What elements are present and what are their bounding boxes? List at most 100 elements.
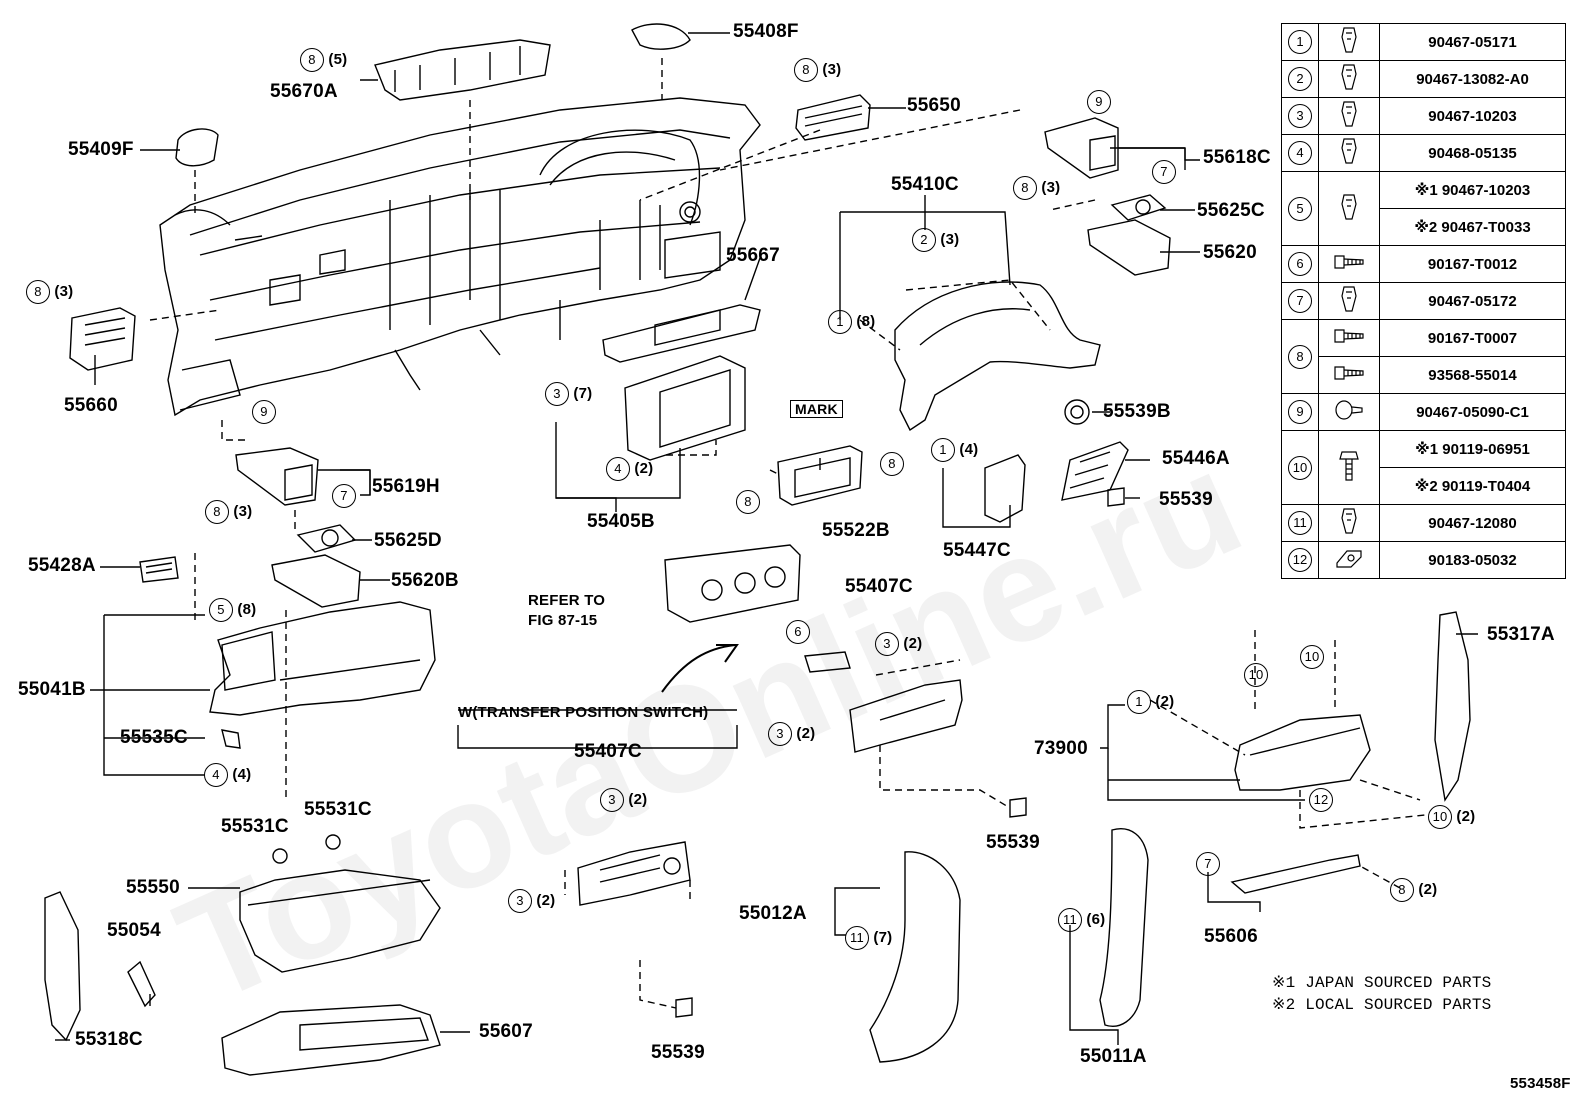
label-55619H[interactable]: 55619H bbox=[372, 476, 440, 497]
label-73900[interactable]: 73900 bbox=[1034, 738, 1088, 759]
parts-table-row[interactable]: 10※1 90119-06951 bbox=[1281, 430, 1566, 505]
part-55650-shape bbox=[795, 94, 871, 141]
pin-icon bbox=[1318, 393, 1380, 431]
label-55539-bottom[interactable]: 55539 bbox=[651, 1042, 705, 1063]
label-55446A[interactable]: 55446A bbox=[1162, 448, 1230, 469]
callout-1-73900: 1 (2) bbox=[1127, 690, 1174, 714]
label-55670A[interactable]: 55670A bbox=[270, 81, 338, 102]
label-55054[interactable]: 55054 bbox=[107, 920, 161, 941]
label-55539[interactable]: 55539 bbox=[1159, 489, 1213, 510]
label-55428A[interactable]: 55428A bbox=[28, 555, 96, 576]
callout-8-55650: 8 (3) bbox=[794, 58, 841, 82]
label-55620B[interactable]: 55620B bbox=[391, 570, 459, 591]
label-55606[interactable]: 55606 bbox=[1204, 926, 1258, 947]
diagram-id: 553458F bbox=[1510, 1075, 1571, 1092]
row-index: 1 bbox=[1281, 23, 1319, 61]
label-55041B[interactable]: 55041B bbox=[18, 679, 86, 700]
label-55405B[interactable]: 55405B bbox=[587, 511, 655, 532]
label-55650[interactable]: 55650 bbox=[907, 95, 961, 116]
part-55625C-shape bbox=[1110, 194, 1167, 221]
part-55660-shape bbox=[69, 307, 136, 371]
label-55539B[interactable]: 55539B bbox=[1103, 401, 1171, 422]
label-55625C[interactable]: 55625C bbox=[1197, 200, 1265, 221]
row-index: 11 bbox=[1281, 504, 1319, 542]
callout-9-55619H: 9 bbox=[252, 400, 276, 424]
part-73900-shape bbox=[1234, 714, 1371, 791]
part-number[interactable]: 90467-13082-A0 bbox=[1379, 60, 1566, 98]
callout-1-55447C: 1 (4) bbox=[931, 438, 978, 462]
label-55660[interactable]: 55660 bbox=[64, 395, 118, 416]
label-55410C[interactable]: 55410C bbox=[891, 174, 959, 195]
part-55535C-shape bbox=[221, 729, 241, 749]
part-number[interactable]: 90468-05135 bbox=[1379, 134, 1566, 172]
callout-2-55410C: 2 (3) bbox=[912, 228, 959, 252]
refer-fig-text[interactable]: FIG 87-15 bbox=[528, 612, 598, 629]
part-number[interactable]: 90467-05172 bbox=[1379, 282, 1566, 320]
note-local-sourced: ※2 LOCAL SOURCED PARTS bbox=[1272, 996, 1492, 1014]
clip-icon bbox=[1318, 504, 1380, 542]
callout-8-55625C: 8 (3) bbox=[1013, 176, 1060, 200]
part-55428A-shape bbox=[139, 556, 179, 583]
callout-1-55410C: 1 (8) bbox=[828, 310, 875, 334]
label-55407C-lower[interactable]: 55407C bbox=[574, 741, 642, 762]
label-55618C[interactable]: 55618C bbox=[1203, 147, 1271, 168]
part-number[interactable]: 90467-12080 bbox=[1379, 504, 1566, 542]
row-index: 4 bbox=[1281, 134, 1319, 172]
label-55317A[interactable]: 55317A bbox=[1487, 624, 1555, 645]
part-55670A-shape bbox=[374, 39, 551, 101]
callout-12-73900: 12 bbox=[1309, 788, 1333, 812]
parts-table-row[interactable]: ※2 90467-T0033 bbox=[1282, 208, 1566, 246]
callout-3a-55407C-lower: 3 (2) bbox=[600, 788, 647, 812]
label-55531C-right[interactable]: 55531C bbox=[304, 799, 372, 820]
part-number[interactable]: 90183-05032 bbox=[1379, 541, 1566, 579]
label-55012A[interactable]: 55012A bbox=[739, 903, 807, 924]
label-55409F[interactable]: 55409F bbox=[68, 139, 134, 160]
label-55539-right[interactable]: 55539 bbox=[986, 832, 1040, 853]
label-55625D[interactable]: 55625D bbox=[374, 530, 442, 551]
label-55607[interactable]: 55607 bbox=[479, 1021, 533, 1042]
part-55317A-shape bbox=[1434, 611, 1471, 802]
clip-icon bbox=[1318, 134, 1380, 172]
part-55409F-shape bbox=[175, 128, 219, 167]
part-number[interactable]: 90467-10203 bbox=[1379, 97, 1566, 135]
label-55667[interactable]: 55667 bbox=[726, 245, 780, 266]
label-55011A[interactable]: 55011A bbox=[1080, 1046, 1147, 1067]
label-55535C[interactable]: 55535C bbox=[120, 727, 188, 748]
bolt-icon bbox=[1318, 430, 1380, 505]
part-55667-shape bbox=[602, 304, 761, 363]
callout-8-55660: 8 (3) bbox=[26, 280, 73, 304]
parts-table-row[interactable]: 5※1 90467-10203 bbox=[1281, 171, 1566, 246]
part-number[interactable]: ※2 90467-T0033 bbox=[1379, 208, 1566, 246]
label-55620[interactable]: 55620 bbox=[1203, 242, 1257, 263]
part-number[interactable]: ※1 90467-10203 bbox=[1379, 171, 1566, 209]
label-55407C-upper[interactable]: 55407C bbox=[845, 576, 913, 597]
parts-table-row[interactable]: ※2 90119-T0404 bbox=[1282, 467, 1566, 505]
part-number[interactable]: 90167-T0012 bbox=[1379, 245, 1566, 283]
label-55447C[interactable]: 55447C bbox=[943, 540, 1011, 561]
parts-table-row[interactable]: 93568-55014 bbox=[1282, 356, 1566, 394]
part-number[interactable]: 90467-05090-C1 bbox=[1379, 393, 1566, 431]
label-55318C[interactable]: 55318C bbox=[75, 1029, 143, 1050]
label-55408F[interactable]: 55408F bbox=[733, 21, 799, 42]
part-55539b-shape bbox=[1009, 797, 1027, 818]
label-55531C-left[interactable]: 55531C bbox=[221, 816, 289, 837]
parts-table-row[interactable]: 1 90467-05171 bbox=[1281, 23, 1566, 61]
part-55618C-shape bbox=[1044, 117, 1119, 179]
part-number[interactable]: 90467-05171 bbox=[1379, 23, 1566, 61]
label-55550[interactable]: 55550 bbox=[126, 877, 180, 898]
part-number[interactable]: ※2 90119-T0404 bbox=[1379, 467, 1566, 505]
parts-table-row[interactable]: 4 90468-05135 bbox=[1281, 134, 1566, 172]
part-number[interactable]: 90167-T0007 bbox=[1379, 319, 1566, 357]
part-number[interactable]: ※1 90119-06951 bbox=[1379, 430, 1566, 468]
parts-table-row[interactable]: 11 90467-12080 bbox=[1281, 504, 1566, 542]
part-number[interactable]: 93568-55014 bbox=[1379, 356, 1566, 394]
label-55522B[interactable]: 55522B bbox=[822, 520, 890, 541]
